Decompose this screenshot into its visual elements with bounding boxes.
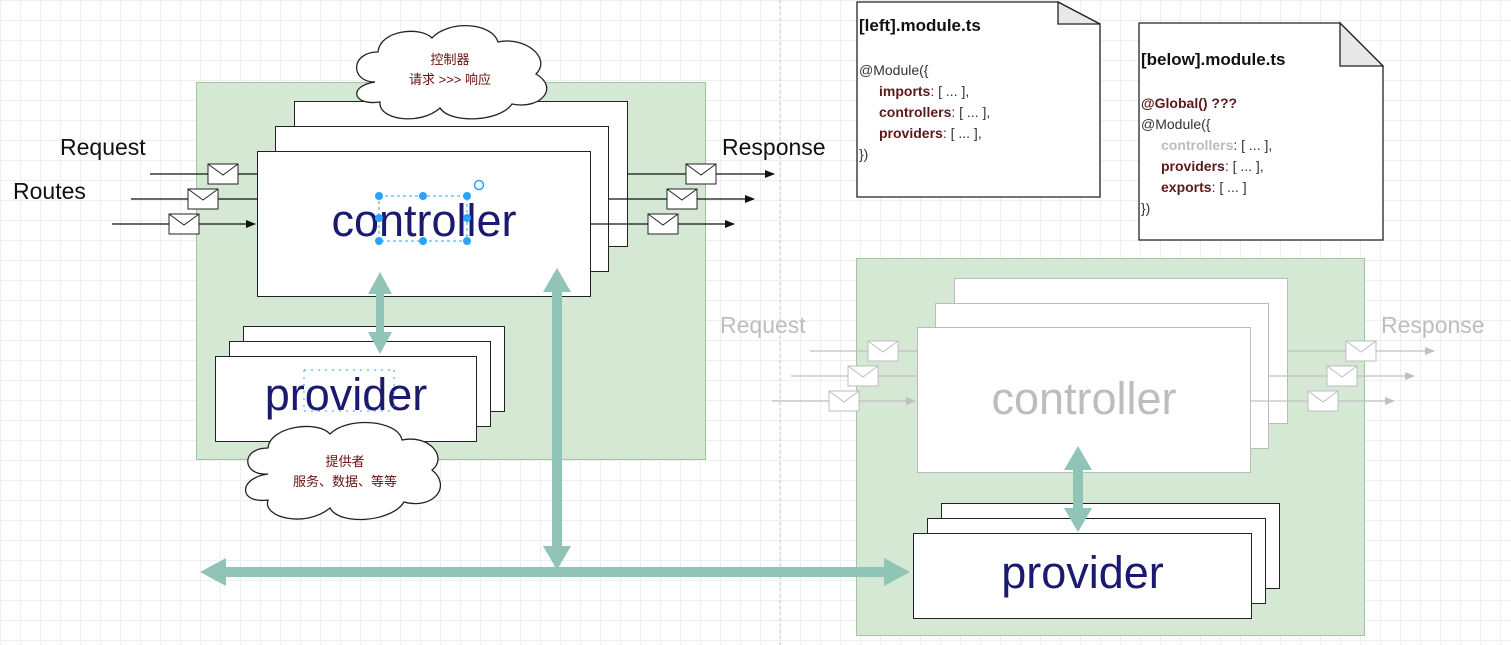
controllers-key: controllers [879, 104, 952, 120]
envelope-icon [867, 340, 899, 362]
controller-cloud-line2: 请求 >>> 响应 [409, 72, 491, 87]
providers-key: providers [879, 125, 943, 141]
envelope-icon [647, 213, 679, 235]
below-doc-close: }) [1141, 200, 1151, 216]
right-provider-label: provider [1001, 547, 1164, 598]
below-doc-providers: providers: [ ... ], [1141, 156, 1272, 177]
provider-label: provider [264, 369, 428, 420]
left-routes-label: Routes [13, 178, 86, 204]
right-response-label: Response [1381, 312, 1485, 338]
controller-card[interactable] [257, 151, 591, 297]
imports-val: : [ ... ], [930, 83, 970, 99]
below-controllers-val: : [ ... ], [1233, 137, 1273, 153]
right-provider-card[interactable] [913, 533, 1252, 619]
below-exports-val: : [ ... ] [1211, 179, 1247, 195]
controller-down-connector [543, 268, 571, 570]
envelope-icon [828, 390, 860, 412]
below-providers-val: : [ ... ], [1224, 158, 1264, 174]
envelope-icon [1326, 365, 1358, 387]
imports-key: imports [879, 83, 931, 99]
controller-label: controller [331, 195, 517, 246]
left-doc-providers: providers: [ ... ], [859, 123, 990, 144]
envelope-icon [168, 213, 200, 235]
below-doc-title: [below].module.ts [1141, 50, 1286, 69]
below-controllers-key: controllers [1161, 137, 1234, 153]
below-doc-global: @Global() ??? [1141, 95, 1238, 111]
below-doc-exports: exports: [ ... ] [1141, 177, 1272, 198]
left-doc-controllers: controllers: [ ... ], [859, 102, 990, 123]
provider-cloud-line1: 提供者 [325, 454, 365, 469]
below-exports-key: exports [1161, 179, 1212, 195]
left-response-label: Response [722, 134, 826, 160]
right-controller-provider-connector [1064, 446, 1092, 532]
provider-cloud-shape[interactable] [244, 421, 442, 521]
controller-cloud-line1: 控制器 [430, 52, 470, 67]
below-providers-key: providers [1161, 158, 1225, 174]
below-doc-controllers: controllers: [ ... ], [1141, 135, 1272, 156]
envelope-icon [1345, 340, 1377, 362]
provider-cloud-line2: 服务、数据、等等 [292, 474, 397, 489]
controller-cloud-shape[interactable] [355, 25, 548, 120]
envelope-icon [1307, 390, 1339, 412]
envelope-icon [685, 163, 717, 185]
thick-connectors[interactable] [200, 268, 1092, 586]
below-doc-shape[interactable] [1138, 22, 1384, 241]
right-controller-card[interactable] [917, 327, 1251, 473]
left-doc-title: [left].module.ts [859, 16, 981, 35]
left-request-label: Request [60, 134, 146, 160]
left-doc-close: }) [859, 146, 869, 162]
selection-handles[interactable] [375, 192, 471, 245]
below-doc-fold-icon [1339, 21, 1385, 67]
below-doc-code: @Global() ??? @Module({ controllers: [ .… [1141, 93, 1272, 219]
envelope-icon [847, 365, 879, 387]
left-doc-code: @Module({ imports: [ ... ], controllers:… [859, 60, 990, 165]
left-doc-imports: imports: [ ... ], [859, 81, 990, 102]
providers-val: : [ ... ], [942, 125, 982, 141]
rotate-handle-icon[interactable] [473, 179, 485, 191]
controllers-val: : [ ... ], [951, 104, 991, 120]
provider-selection-marks [303, 369, 395, 412]
below-doc-open: @Module({ [1141, 116, 1211, 132]
left-envelope-icons [168, 163, 717, 235]
right-request-label: Request [720, 312, 806, 338]
envelope-icon [666, 188, 698, 210]
provider-cloud-text: 提供者 服务、数据、等等 [250, 452, 440, 492]
left-doc-open: @Module({ [859, 62, 929, 78]
right-controller-label: controller [991, 373, 1177, 424]
bottom-horizontal-connector [200, 558, 910, 586]
envelope-icon [207, 163, 239, 185]
right-envelope-icons [828, 340, 1377, 412]
left-doc-fold-icon [1057, 0, 1101, 25]
left-controller-provider-connector [368, 272, 392, 354]
left-doc-shape[interactable] [856, 1, 1101, 198]
controller-cloud-text: 控制器 请求 >>> 响应 [360, 50, 540, 90]
envelope-icon [187, 188, 219, 210]
